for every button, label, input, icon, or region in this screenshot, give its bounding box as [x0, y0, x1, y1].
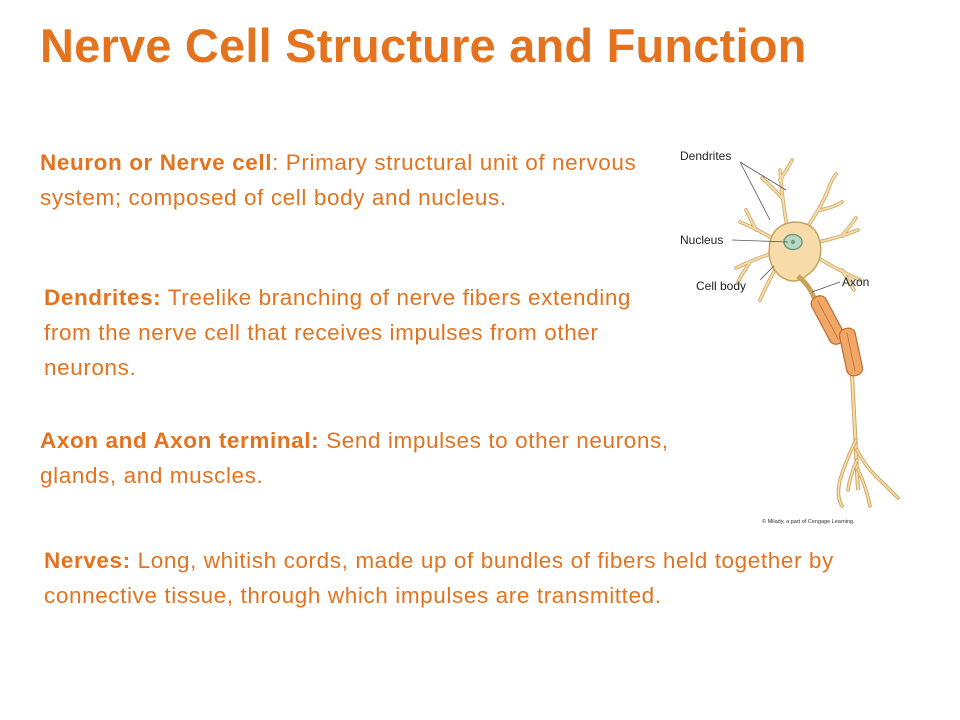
label-dendrites: Dendrites [680, 149, 731, 163]
label-leader-lines [731, 161, 841, 293]
axon-text: Send impulses to other neurons, glands, … [40, 428, 669, 488]
axon-hillock [796, 274, 817, 299]
nerves-definition: Nerves: Long, whitish cords, made up of … [44, 543, 924, 613]
nerves-text: Long, whitish cords, made up of bundles … [44, 548, 834, 608]
neuron-diagram: Dendrites Nucleus Cell body Axon © Milad… [680, 149, 900, 525]
label-nucleus: Nucleus [680, 233, 723, 247]
dendrite-branches-fill [735, 159, 861, 301]
dendrites-text: Treelike branching of nerve fibers exten… [44, 285, 632, 380]
label-cell-body: Cell body [696, 279, 746, 293]
neuron-term: Neuron or Nerve cell [40, 150, 273, 175]
neuron-body-group [734, 158, 900, 508]
dendrites-definition: Dendrites: Treelike branching of nerve f… [44, 280, 654, 385]
neuron-text: : Primary structural unit of nervous sys… [40, 150, 637, 210]
nucleolus-dot [790, 239, 796, 245]
neuron-definition: Neuron or Nerve cell: Primary structural… [40, 145, 660, 215]
cell-body-shape [768, 221, 822, 282]
image-credit: © Milady, a part of Cengage Learning. [762, 518, 855, 525]
neuron-illustration: Dendrites Nucleus Cell body Axon © Milad… [670, 130, 900, 530]
axon-term: Axon and Axon terminal: [40, 428, 320, 453]
label-axon: Axon [842, 275, 869, 289]
axon-definition: Axon and Axon terminal: Send impulses to… [40, 423, 720, 493]
page-title: Nerve Cell Structure and Function [40, 19, 807, 72]
nerves-term: Nerves: [44, 548, 131, 573]
dendrites-term: Dendrites: [44, 285, 162, 310]
